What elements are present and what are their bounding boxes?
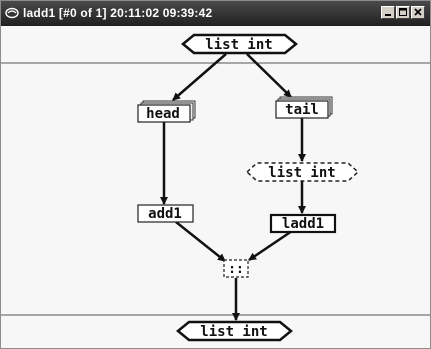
- maximize-icon[interactable]: [396, 6, 410, 19]
- head-node-label: head: [146, 106, 180, 122]
- window-title: ladd1 [#0 of 1] 20:11:02 09:39:42: [23, 6, 213, 20]
- edge-add1-to-cons: [175, 221, 226, 262]
- ladd1-node-label: ladd1: [282, 216, 324, 232]
- head-node[interactable]: head: [137, 100, 196, 123]
- cons-node[interactable]: ::: [223, 259, 249, 278]
- edge-ladd1-to-cons: [248, 229, 293, 262]
- intermediate-list-label: list int: [268, 165, 335, 181]
- dataflow-diagram: list int head tail list int: [1, 33, 430, 342]
- diagram-area: list int head tail list int: [1, 26, 430, 348]
- input-node-label: list int: [205, 37, 272, 53]
- output-node[interactable]: list int: [176, 320, 293, 342]
- intermediate-list-node[interactable]: list int: [245, 162, 360, 182]
- edge-input-to-head: [172, 53, 227, 101]
- add1-node[interactable]: add1: [137, 204, 194, 223]
- title-bar[interactable]: ladd1 [#0 of 1] 20:11:02 09:39:42: [1, 1, 430, 26]
- app-icon: [5, 7, 19, 19]
- edge-input-to-tail: [246, 53, 292, 98]
- edges: [160, 53, 306, 321]
- close-icon[interactable]: [411, 6, 425, 19]
- add1-node-label: add1: [148, 206, 182, 222]
- ladd1-node[interactable]: ladd1: [269, 213, 337, 234]
- minimize-icon[interactable]: [381, 6, 395, 19]
- tail-node-label: tail: [285, 102, 319, 118]
- cons-node-label: ::: [228, 262, 244, 277]
- output-node-label: list int: [200, 324, 267, 340]
- tail-node[interactable]: tail: [275, 96, 333, 119]
- window-controls: [380, 6, 425, 20]
- input-node[interactable]: list int: [181, 33, 298, 55]
